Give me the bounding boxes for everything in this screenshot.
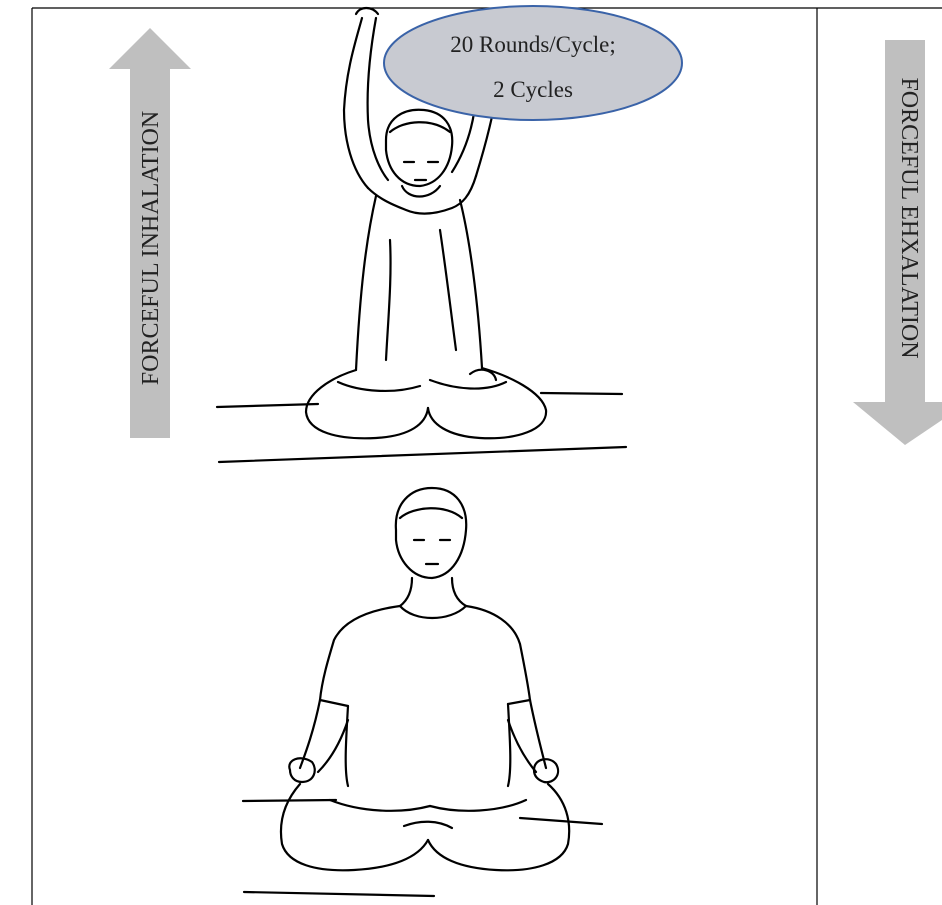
- exhalation-label: FORCEFUL EHXALATION: [896, 77, 922, 358]
- inhalation-arrow-icon: FORCEFUL INHALATION: [109, 28, 191, 438]
- bubble-line-2: 2 Cycles: [493, 77, 573, 102]
- bubble-line-1: 20 Rounds/Cycle;: [450, 32, 615, 57]
- rounds-cycles-bubble: 20 Rounds/Cycle; 2 Cycles: [384, 6, 682, 120]
- exhalation-arrow-icon: FORCEFUL EHXALATION: [853, 40, 942, 445]
- inhalation-label: FORCEFUL INHALATION: [138, 111, 164, 385]
- figure-hands-on-knees-icon: [243, 488, 602, 896]
